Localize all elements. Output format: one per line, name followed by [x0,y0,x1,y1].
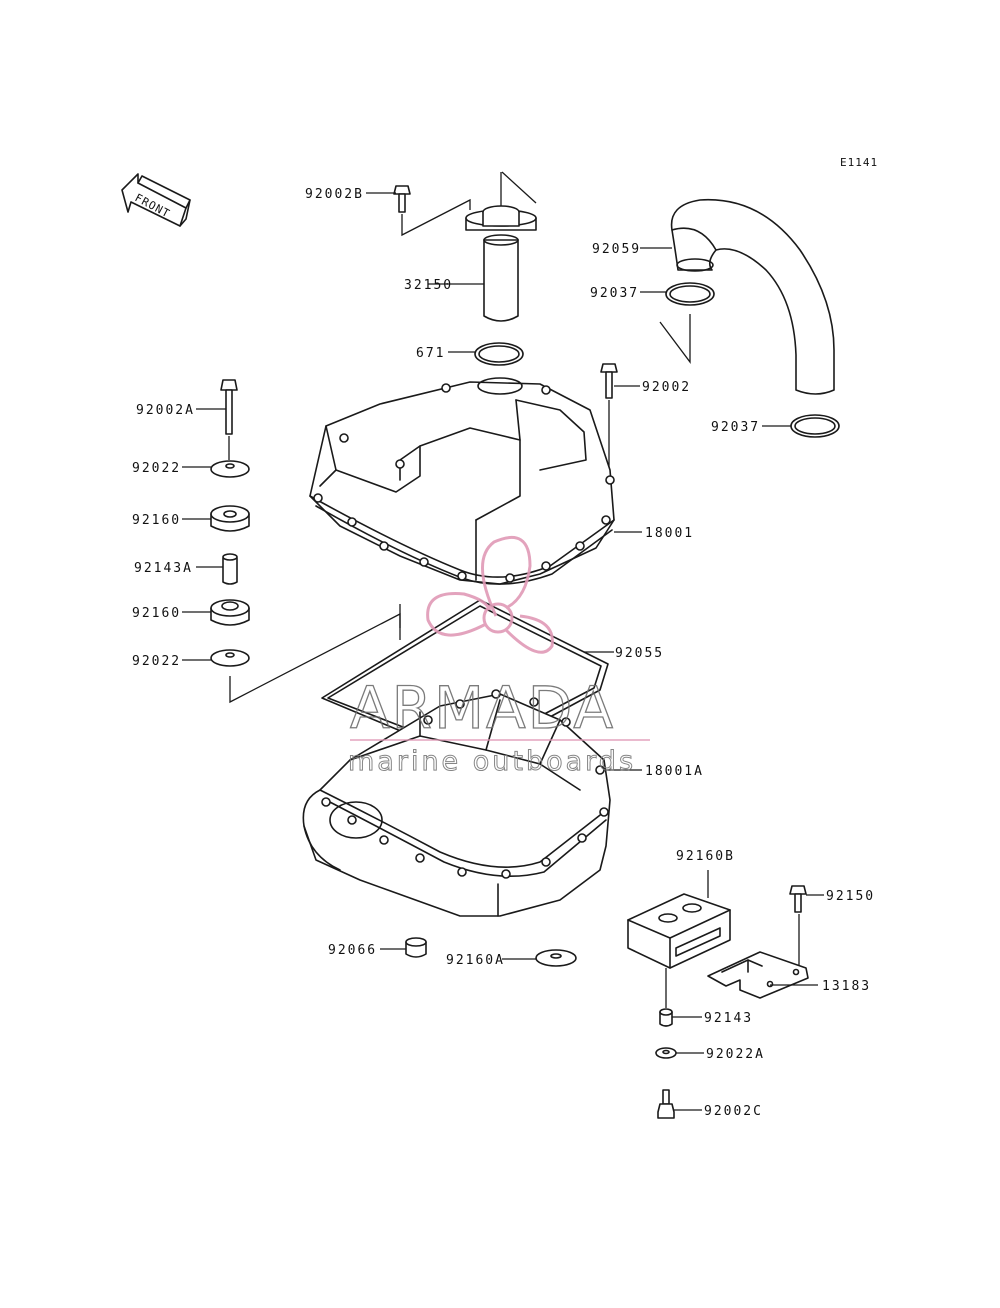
label-92066: 92066 [328,943,377,958]
grommet-92160a [535,949,577,967]
label-92143a: 92143A [134,561,193,576]
o-ring-671 [474,342,524,366]
clamp-92037-top [659,282,715,364]
bolt-92002a [220,379,238,460]
bracket-13183 [707,914,809,999]
diagram-code: E1141 [840,156,878,169]
bolt-92150 [789,885,807,913]
label-18001a: 18001A [645,764,704,779]
plug-92066 [405,937,427,958]
collar-92143 [659,1008,673,1027]
label-92002b: 92002B [305,187,364,202]
label-92037-top: 92037 [590,286,639,301]
label-92022-top: 92022 [132,461,181,476]
label-92150: 92150 [826,889,875,904]
label-92143: 92143 [704,1011,753,1026]
label-92160b: 92160B [676,849,735,864]
label-92160-top: 92160 [132,513,181,528]
label-92002a: 92002A [136,403,195,418]
label-92037-bottom: 92037 [711,420,760,435]
washer-92022a [655,1047,677,1059]
label-92002c: 92002C [704,1104,763,1119]
watermark-brand: ARMADA [350,674,615,742]
callouts: 92002B 32150 671 92059 92037 92037 92002… [132,187,875,1119]
label-92160-bottom: 92160 [132,606,181,621]
watermark-tagline: marine outboards [348,746,636,777]
bolt-92002b [393,185,411,213]
label-92002: 92002 [642,380,691,395]
leader-92002b [401,198,471,237]
label-92160a: 92160A [446,953,505,968]
label-92059: 92059 [592,242,641,257]
washer-92022-bottom [210,649,250,667]
front-arrow-icon: FRONT [121,173,191,227]
bolt-92002 [600,363,618,470]
hose-92059 [670,198,835,395]
clamp-92037-bottom [790,414,840,438]
upper-cover-18001 [309,377,615,585]
label-18001: 18001 [645,526,694,541]
block-92160b [627,870,731,1008]
label-32150: 32150 [404,278,453,293]
propeller-logo-icon [426,536,554,654]
grommet-92160-bottom [210,599,250,626]
watermark: ARMADA marine outboards [348,536,650,778]
collar-92143a [222,553,238,585]
pipe-32150 [465,171,537,322]
lower-case-18001a [302,689,611,917]
label-92022-bottom: 92022 [132,654,181,669]
label-671: 671 [416,346,445,361]
grommet-92160-top [210,505,250,532]
label-13183: 13183 [822,979,871,994]
bolt-92002c [657,1089,675,1119]
label-92022a: 92022A [706,1047,765,1062]
label-92055: 92055 [615,646,664,661]
washer-92022-top [210,460,250,478]
